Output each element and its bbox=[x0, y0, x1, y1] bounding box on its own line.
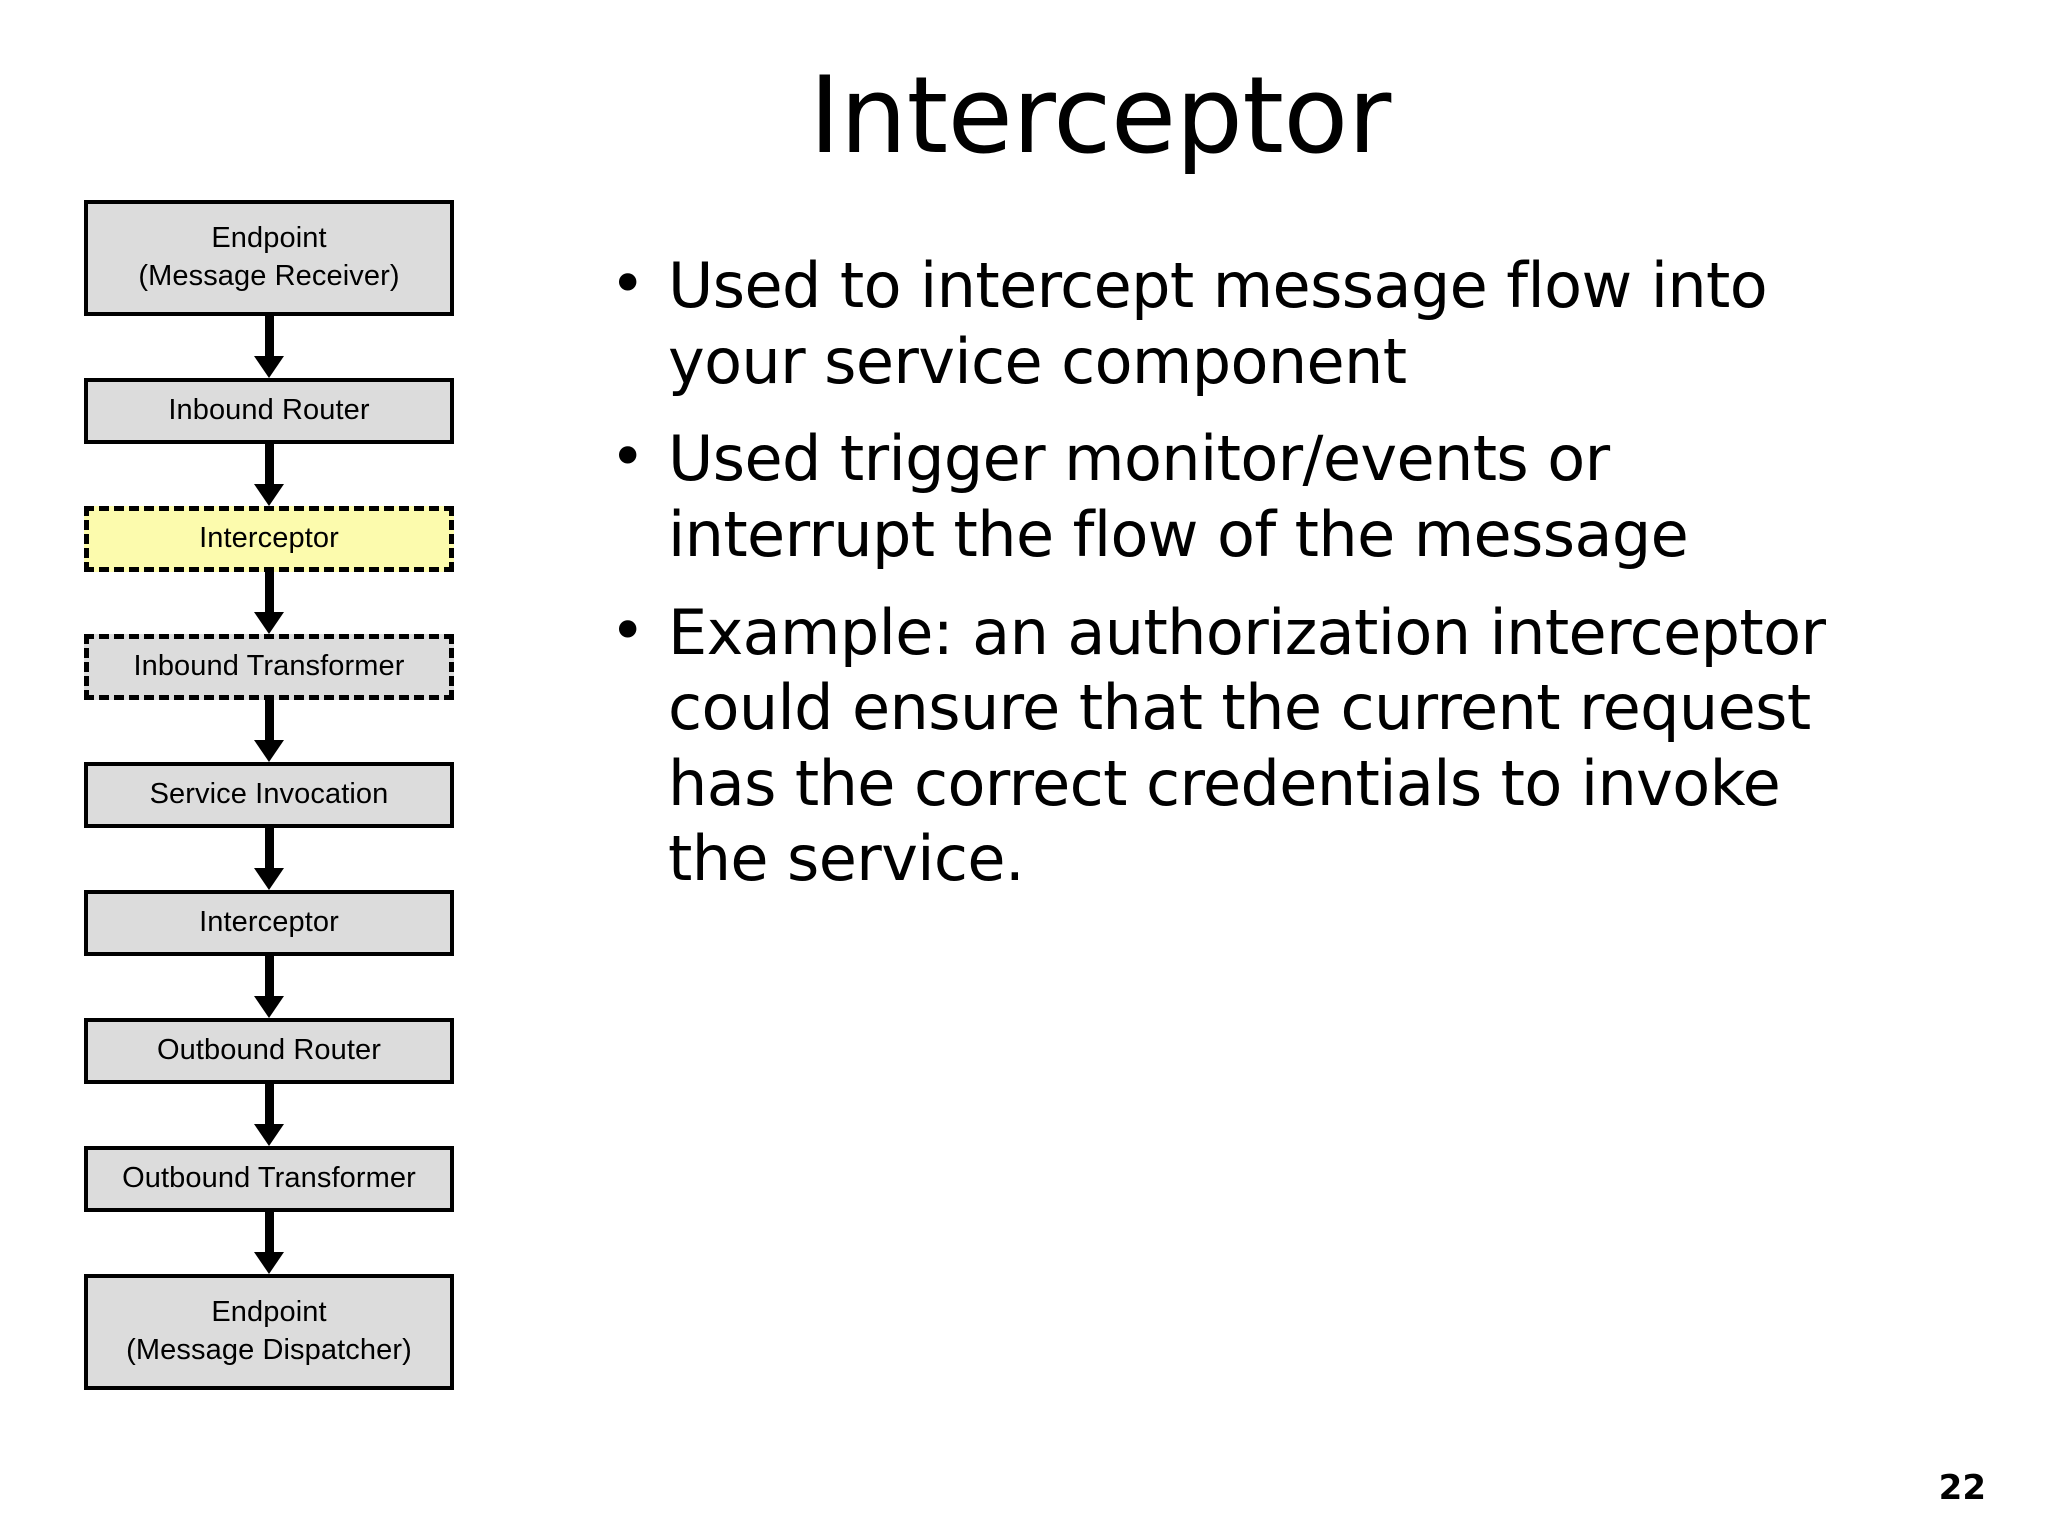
bullet-item: • Used trigger monitor/events or interru… bbox=[596, 421, 1886, 572]
flow-node-inbound-router: Inbound Router bbox=[84, 378, 454, 444]
flow-node-label: Inbound Router bbox=[168, 394, 370, 427]
flow-node-endpoint-message-receiver: Endpoint (Message Receiver) bbox=[84, 200, 454, 316]
flow-node-label: Interceptor bbox=[199, 522, 339, 555]
arrow-shaft-icon bbox=[264, 956, 274, 1000]
flow-node-inbound-transformer: Inbound Transformer bbox=[84, 634, 454, 700]
slide-title: Interceptor bbox=[809, 54, 1391, 177]
flow-node-label: Endpoint (Message Receiver) bbox=[138, 222, 400, 292]
flow-node-label: Outbound Transformer bbox=[122, 1162, 416, 1195]
bullet-marker-icon: • bbox=[610, 422, 646, 493]
flow-node-endpoint-message-dispatcher: Endpoint (Message Dispatcher) bbox=[84, 1274, 454, 1390]
flow-arrow-6 bbox=[84, 956, 454, 1018]
arrow-shaft-icon bbox=[264, 1212, 274, 1256]
arrow-head-icon bbox=[254, 356, 284, 378]
arrow-shaft-icon bbox=[264, 316, 274, 360]
flow-arrow-2 bbox=[84, 444, 454, 506]
bullet-text: Used trigger monitor/events or interrupt… bbox=[668, 422, 1689, 571]
arrow-shaft-icon bbox=[264, 828, 274, 872]
flow-node-interceptor-inbound: Interceptor bbox=[84, 506, 454, 572]
flow-arrow-5 bbox=[84, 828, 454, 890]
arrow-head-icon bbox=[254, 484, 284, 506]
bullet-item: • Example: an authorization interceptor … bbox=[596, 595, 1886, 898]
arrow-head-icon bbox=[254, 740, 284, 762]
flow-arrow-8 bbox=[84, 1212, 454, 1274]
arrow-head-icon bbox=[254, 1124, 284, 1146]
page-number: 22 bbox=[1938, 1468, 1986, 1508]
arrow-shaft-icon bbox=[264, 572, 274, 616]
bullet-text: Used to intercept message flow into your… bbox=[668, 249, 1768, 398]
flow-node-label: Service Invocation bbox=[149, 778, 389, 811]
arrow-shaft-icon bbox=[264, 700, 274, 744]
flow-node-outbound-router: Outbound Router bbox=[84, 1018, 454, 1084]
arrow-head-icon bbox=[254, 612, 284, 634]
flow-node-interceptor-outbound: Interceptor bbox=[84, 890, 454, 956]
flow-node-outbound-transformer: Outbound Transformer bbox=[84, 1146, 454, 1212]
bullet-marker-icon: • bbox=[610, 595, 646, 666]
flow-arrow-1 bbox=[84, 316, 454, 378]
flow-node-label: Outbound Router bbox=[157, 1034, 381, 1067]
arrow-head-icon bbox=[254, 868, 284, 890]
flow-node-label: Interceptor bbox=[199, 906, 339, 939]
bullet-marker-icon: • bbox=[610, 249, 646, 319]
flow-arrow-4 bbox=[84, 700, 454, 762]
flow-node-label: Endpoint (Message Dispatcher) bbox=[126, 1296, 412, 1366]
flow-node-label: Inbound Transformer bbox=[133, 650, 405, 683]
flow-arrow-7 bbox=[84, 1084, 454, 1146]
arrow-head-icon bbox=[254, 1252, 284, 1274]
arrow-shaft-icon bbox=[264, 1084, 274, 1128]
flow-arrow-3 bbox=[84, 572, 454, 634]
arrow-shaft-icon bbox=[264, 444, 274, 488]
bullet-text: Example: an authorization interceptor co… bbox=[668, 595, 1826, 896]
bullet-item: • Used to intercept message flow into yo… bbox=[596, 248, 1886, 399]
arrow-head-icon bbox=[254, 996, 284, 1018]
bullet-list: • Used to intercept message flow into yo… bbox=[596, 248, 1886, 919]
message-flow-diagram: Endpoint (Message Receiver) Inbound Rout… bbox=[84, 200, 454, 1390]
flow-node-service-invocation: Service Invocation bbox=[84, 762, 454, 828]
